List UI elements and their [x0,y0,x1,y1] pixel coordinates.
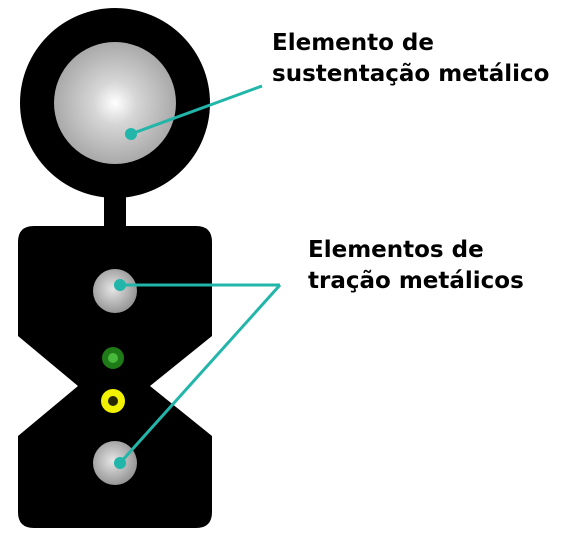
support-metal-wire [54,42,176,164]
label-strength-line2: tração metálicos [308,268,524,294]
leader-dot-support [125,128,137,140]
jacket-neck [104,190,126,234]
leader-line-support [130,84,263,136]
fiber-green-core [108,353,118,363]
strength-member-top [93,269,137,313]
label-strength-elements: Elementos de tração metálicos [308,235,524,297]
cable-body-jacket [18,226,212,528]
leader-line-strength-bottom [118,283,282,465]
leader-dot-strength-bottom [114,457,126,469]
label-support-element: Elemento de sustentação metálico [272,28,549,90]
fiber-yellow-core [108,396,118,406]
leader-dot-strength-top [114,279,126,291]
label-strength-line1: Elementos de [308,237,484,263]
label-support-line1: Elemento de [272,30,434,56]
label-support-line2: sustentação metálico [272,61,550,87]
